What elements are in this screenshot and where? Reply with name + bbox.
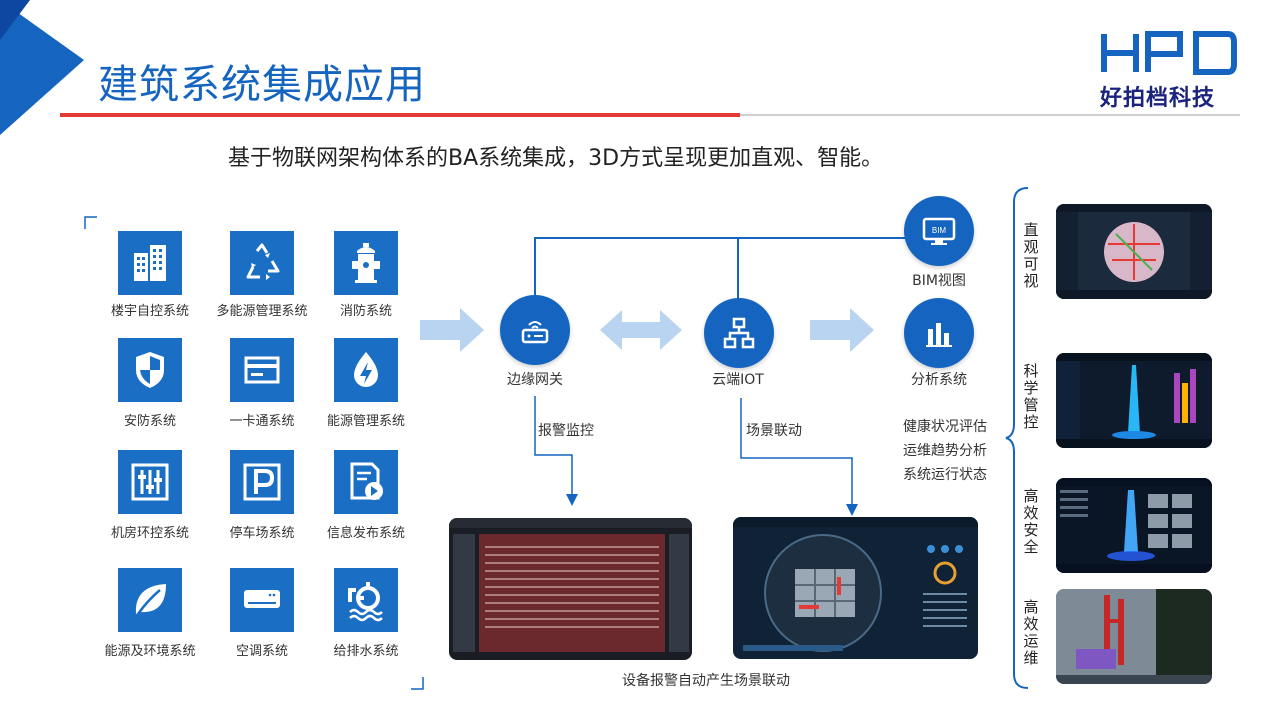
edge-gateway-node[interactable] bbox=[500, 295, 570, 365]
bracket-bottom-right bbox=[411, 677, 424, 690]
analysis-item: 运维趋势分析 bbox=[903, 443, 987, 459]
logo-mark bbox=[1100, 30, 1240, 80]
card-icon bbox=[244, 356, 280, 384]
bracket-top-left bbox=[84, 216, 97, 229]
scene-linkage-label: 场景联动 bbox=[746, 423, 802, 439]
feature-visual-screenshot bbox=[1056, 204, 1212, 299]
energy-drop-icon bbox=[354, 352, 378, 387]
monitor-icon: BIM bbox=[922, 217, 956, 245]
feature-label: 高效运维 bbox=[1023, 598, 1039, 667]
tile-water-supply[interactable] bbox=[334, 568, 398, 632]
water-pump-icon bbox=[348, 582, 383, 622]
analysis-label: 分析系统 bbox=[911, 372, 967, 388]
document-share-icon bbox=[350, 462, 383, 500]
tile-label: 消防系统 bbox=[339, 304, 392, 319]
alarm-monitor-label: 报警监控 bbox=[538, 423, 594, 439]
building-icon bbox=[134, 245, 166, 281]
tile-label: 安防系统 bbox=[123, 414, 176, 429]
tile-building-automation[interactable] bbox=[118, 231, 182, 295]
tile-server-room[interactable] bbox=[118, 450, 182, 514]
tile-label: 停车场系统 bbox=[229, 526, 295, 541]
analysis-node[interactable] bbox=[904, 298, 974, 368]
air-conditioner-icon bbox=[244, 590, 280, 608]
feature-label: 高效安全 bbox=[1023, 487, 1039, 556]
tile-energy-environment[interactable] bbox=[118, 568, 182, 632]
tile-label: 空调系统 bbox=[235, 644, 288, 659]
tile-label: 能源管理系统 bbox=[326, 414, 405, 429]
feature-label: 直观可视 bbox=[1023, 221, 1039, 290]
tile-label: 一卡通系统 bbox=[229, 414, 295, 429]
feature-bracket bbox=[1005, 187, 1029, 689]
tile-label: 给排水系统 bbox=[333, 644, 399, 659]
page-title: 建筑系统集成应用 bbox=[98, 62, 426, 108]
tile-access-card[interactable] bbox=[230, 338, 294, 402]
feature-operation-screenshot bbox=[1056, 589, 1212, 684]
tile-label: 信息发布系统 bbox=[326, 526, 405, 541]
subtitle: 基于物联网架构体系的BA系统集成，3D方式呈现更加直观、智能。 bbox=[228, 146, 884, 171]
network-icon bbox=[723, 317, 755, 349]
bim-view-label: BIM视图 bbox=[912, 273, 966, 289]
tile-fire-protection[interactable] bbox=[334, 231, 398, 295]
tile-parking[interactable] bbox=[230, 450, 294, 514]
tile-multi-energy[interactable] bbox=[230, 231, 294, 295]
tile-air-conditioning[interactable] bbox=[230, 568, 294, 632]
title-underline bbox=[60, 113, 1240, 117]
feature-security-screenshot bbox=[1056, 478, 1212, 573]
logo-text: 好拍档科技 bbox=[1100, 86, 1216, 111]
leaf-icon bbox=[135, 584, 166, 615]
tile-label: 楼宇自控系统 bbox=[110, 304, 189, 319]
hydrant-icon bbox=[352, 243, 380, 283]
bar-chart-icon bbox=[926, 323, 952, 347]
sliders-icon bbox=[131, 463, 169, 501]
alarm-monitor-screenshot bbox=[449, 518, 692, 660]
bim-icon-text: BIM bbox=[932, 226, 947, 235]
tile-energy-management[interactable] bbox=[334, 338, 398, 402]
corner-arrow-decoration bbox=[0, 0, 84, 135]
edge-gateway-label: 边缘网关 bbox=[507, 372, 563, 388]
cloud-iot-node[interactable] bbox=[704, 298, 774, 368]
feature-control-screenshot bbox=[1056, 353, 1212, 448]
scene-linkage-screenshot bbox=[733, 517, 978, 659]
bim-view-node[interactable]: BIM bbox=[904, 196, 974, 266]
tile-security[interactable] bbox=[118, 338, 182, 402]
analysis-item: 系统运行状态 bbox=[903, 467, 987, 483]
tile-label: 能源及环境系统 bbox=[104, 644, 196, 659]
shield-icon bbox=[136, 352, 164, 388]
router-icon bbox=[521, 321, 549, 344]
parking-icon bbox=[243, 463, 281, 501]
screenshots-caption: 设备报警自动产生场景联动 bbox=[622, 673, 790, 689]
analysis-item: 健康状况评估 bbox=[903, 419, 987, 435]
cloud-iot-label: 云端IOT bbox=[712, 372, 764, 388]
tile-label: 多能源管理系统 bbox=[216, 304, 308, 319]
tile-label: 机房环控系统 bbox=[110, 526, 189, 541]
recycle-icon bbox=[246, 243, 280, 280]
tile-info-publish[interactable] bbox=[334, 450, 398, 514]
feature-label: 科学管控 bbox=[1023, 362, 1039, 431]
